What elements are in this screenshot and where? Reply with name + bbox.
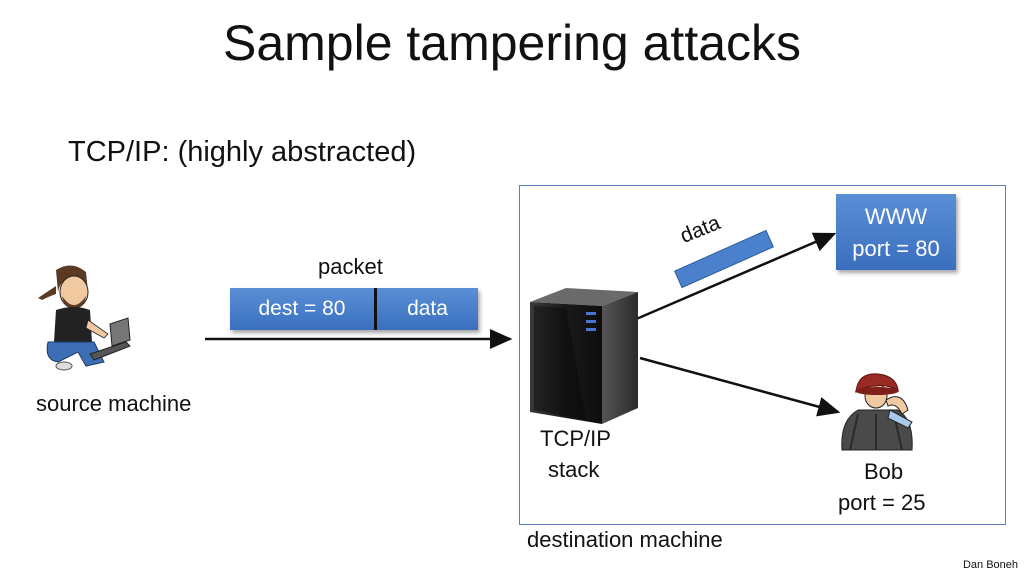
source-machine-label: source machine [36, 391, 192, 416]
www-title: WWW [864, 204, 928, 229]
slide-title: Sample tampering attacks [222, 15, 802, 71]
bob-port-label: port = 25 [838, 490, 926, 515]
destination-machine-frame [519, 185, 1006, 525]
stack-label-line1: TCP/IP [540, 426, 611, 451]
packet-bar: dest = 80 data [230, 288, 478, 330]
server-tower-icon [530, 288, 638, 424]
packet-data-field: data [407, 297, 448, 320]
bob-label: Bob [864, 459, 904, 484]
packet-dest-field: dest = 80 [258, 297, 346, 320]
floating-data-bar [674, 229, 774, 289]
stack-label-line2: stack [548, 457, 600, 482]
destination-machine-label: destination machine [527, 527, 723, 552]
user-laptop-icon [38, 265, 131, 371]
www-box: WWW port = 80 [836, 194, 956, 270]
slide-subtitle: TCP/IP: (highly abstracted) [68, 136, 417, 168]
www-port: port = 80 [852, 236, 940, 261]
packet-divider [374, 288, 377, 330]
hooded-attacker-icon [841, 373, 913, 451]
author-credit: Dan Boneh [962, 559, 1018, 571]
www-arrow [633, 232, 837, 322]
packet-label: packet [318, 254, 383, 279]
bob-arrow [639, 356, 841, 417]
